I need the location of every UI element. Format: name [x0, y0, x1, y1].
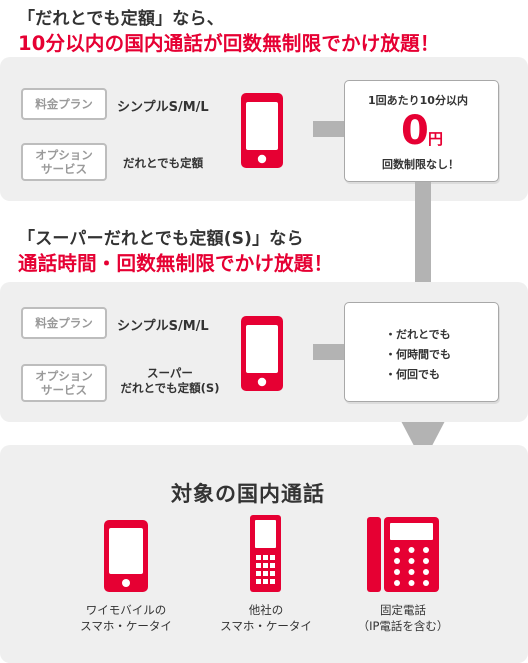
section2-option-name-line1: スーパー [147, 366, 193, 380]
section3-title: 対象の国内通話 [171, 482, 325, 506]
section2-result-box: ・だれとでも ・何時間でも ・何回でも [344, 302, 499, 402]
section1-result-box: 1回あたり10分以内 0 円 回数制限なし！ [344, 80, 499, 182]
smartphone-icon [241, 316, 283, 391]
section2-connector [313, 344, 344, 360]
device-label-ymobile: ワイモバイルの スマホ・ケータイ [80, 603, 172, 633]
section2-option-name: スーパー だれとでも定額(S) [112, 366, 228, 396]
section1-connector [313, 121, 344, 137]
section1-plan-name: シンプルS/M/L [117, 100, 209, 115]
feature-phone-icon [250, 515, 281, 592]
smartphone-icon [241, 93, 283, 168]
landline-phone-icon [367, 517, 439, 592]
section1-result-line3: 回数制限なし！ [382, 158, 459, 171]
flow-arrow-head-icon [401, 421, 445, 463]
section2-option-tag: オプションサービス [21, 364, 107, 402]
section1-option-name: だれとでも定額 [123, 156, 204, 170]
section1-option-tag: オプションサービス [21, 143, 107, 181]
section2-plan-tag: 料金プラン [21, 307, 107, 339]
device-label-landline: 固定電話 （IP電話を含む） [357, 603, 449, 633]
section2-subheading: 通話時間・回数無制限でかけ放題！ [18, 252, 334, 275]
section1-result-price: 0 [401, 108, 429, 154]
section2-heading: 「スーパーだれとでも定額(S)」なら [18, 229, 304, 249]
section1-plan-tag: 料金プラン [21, 88, 107, 120]
smartphone-icon [104, 520, 148, 592]
section1-result-unit: 円 [428, 130, 444, 148]
section2-plan-name: シンプルS/M/L [117, 319, 209, 334]
section1-result-line1: 1回あたり10分以内 [368, 94, 468, 107]
section1-heading: 「だれとでも定額」なら、 [18, 9, 224, 29]
section2-result-item: ・何時間でも [385, 348, 451, 361]
section2-result-item: ・何回でも [385, 368, 440, 381]
device-label-other-carrier: 他社の スマホ・ケータイ [220, 603, 312, 633]
section1-subheading: 10分以内の国内通話が回数無制限でかけ放題！ [18, 32, 440, 55]
section2-option-name-line2: だれとでも定額(S) [120, 380, 220, 395]
section2-result-item: ・だれとでも [385, 328, 451, 341]
